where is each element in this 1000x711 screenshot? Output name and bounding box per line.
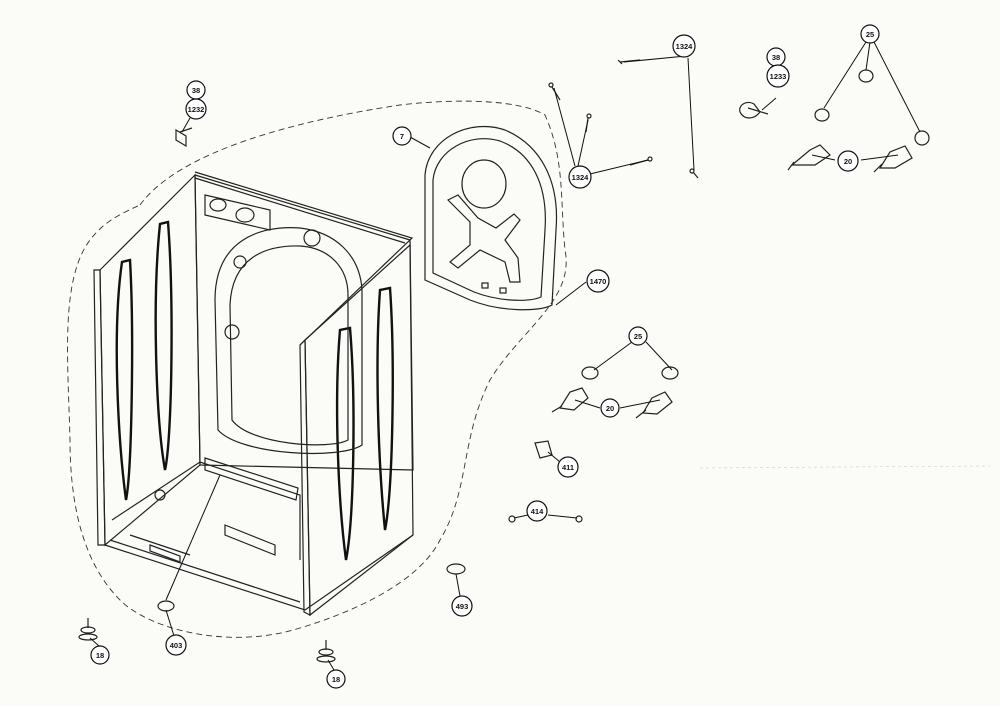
callout-1324-mid: 1324 xyxy=(568,165,592,189)
callout-label: 38 xyxy=(772,53,780,62)
callout-411: 411 xyxy=(557,456,579,478)
callout-label: 411 xyxy=(562,463,574,472)
damper-set-upper xyxy=(787,69,930,173)
screws-1324 xyxy=(548,59,699,179)
callout-label: 20 xyxy=(844,157,852,166)
callout-label: 20 xyxy=(606,404,614,413)
callout-label: 25 xyxy=(866,30,874,39)
callout-label: 18 xyxy=(332,675,340,684)
callout-25-lower: 25 xyxy=(628,326,648,346)
callout-20-lower: 20 xyxy=(600,398,620,418)
callout-414: 414 xyxy=(526,500,548,522)
callout-38-upper-left: 38 xyxy=(186,80,206,100)
clip-1232 xyxy=(175,127,193,148)
callout-label: 1324 xyxy=(572,173,590,182)
back-panel xyxy=(424,125,558,311)
callout-18-left: 18 xyxy=(90,645,110,665)
callout-label: 38 xyxy=(192,86,200,95)
callout-18-right: 18 xyxy=(326,669,346,689)
grommet-403 xyxy=(157,600,175,612)
assembly-boundary xyxy=(67,100,567,638)
clip-1233 xyxy=(739,101,769,119)
callout-label: 1232 xyxy=(188,105,205,114)
callout-label: 403 xyxy=(170,641,183,650)
callout-1232: 1232 xyxy=(185,98,207,120)
callout-1233: 1233 xyxy=(766,64,790,88)
cabinet-housing xyxy=(93,171,414,617)
callout-label: 1233 xyxy=(770,72,787,81)
damper-set-lower xyxy=(551,366,679,419)
callout-label: 1470 xyxy=(590,277,607,286)
callout-1324-top: 1324 xyxy=(672,34,696,58)
callout-493: 493 xyxy=(451,595,473,617)
foot-18-left xyxy=(78,618,98,641)
foot-18-right xyxy=(316,640,336,663)
grommet-493 xyxy=(446,563,466,575)
scan-line xyxy=(699,465,991,469)
callout-1470: 1470 xyxy=(586,269,610,293)
callout-label: 7 xyxy=(400,132,404,141)
leader-lines xyxy=(89,41,921,671)
callout-7: 7 xyxy=(392,126,412,146)
callout-label: 493 xyxy=(456,602,469,611)
callout-label: 25 xyxy=(634,332,642,341)
bracket-411 xyxy=(534,440,553,459)
callout-label: 1324 xyxy=(676,42,694,51)
callout-20-upper: 20 xyxy=(837,150,859,172)
callout-25-upper: 25 xyxy=(860,24,880,44)
callout-403: 403 xyxy=(165,634,187,656)
nuts-414 xyxy=(508,515,583,523)
callout-label: 414 xyxy=(531,507,544,516)
callout-38-upper-right: 38 xyxy=(766,47,786,67)
callout-label: 18 xyxy=(96,651,104,660)
